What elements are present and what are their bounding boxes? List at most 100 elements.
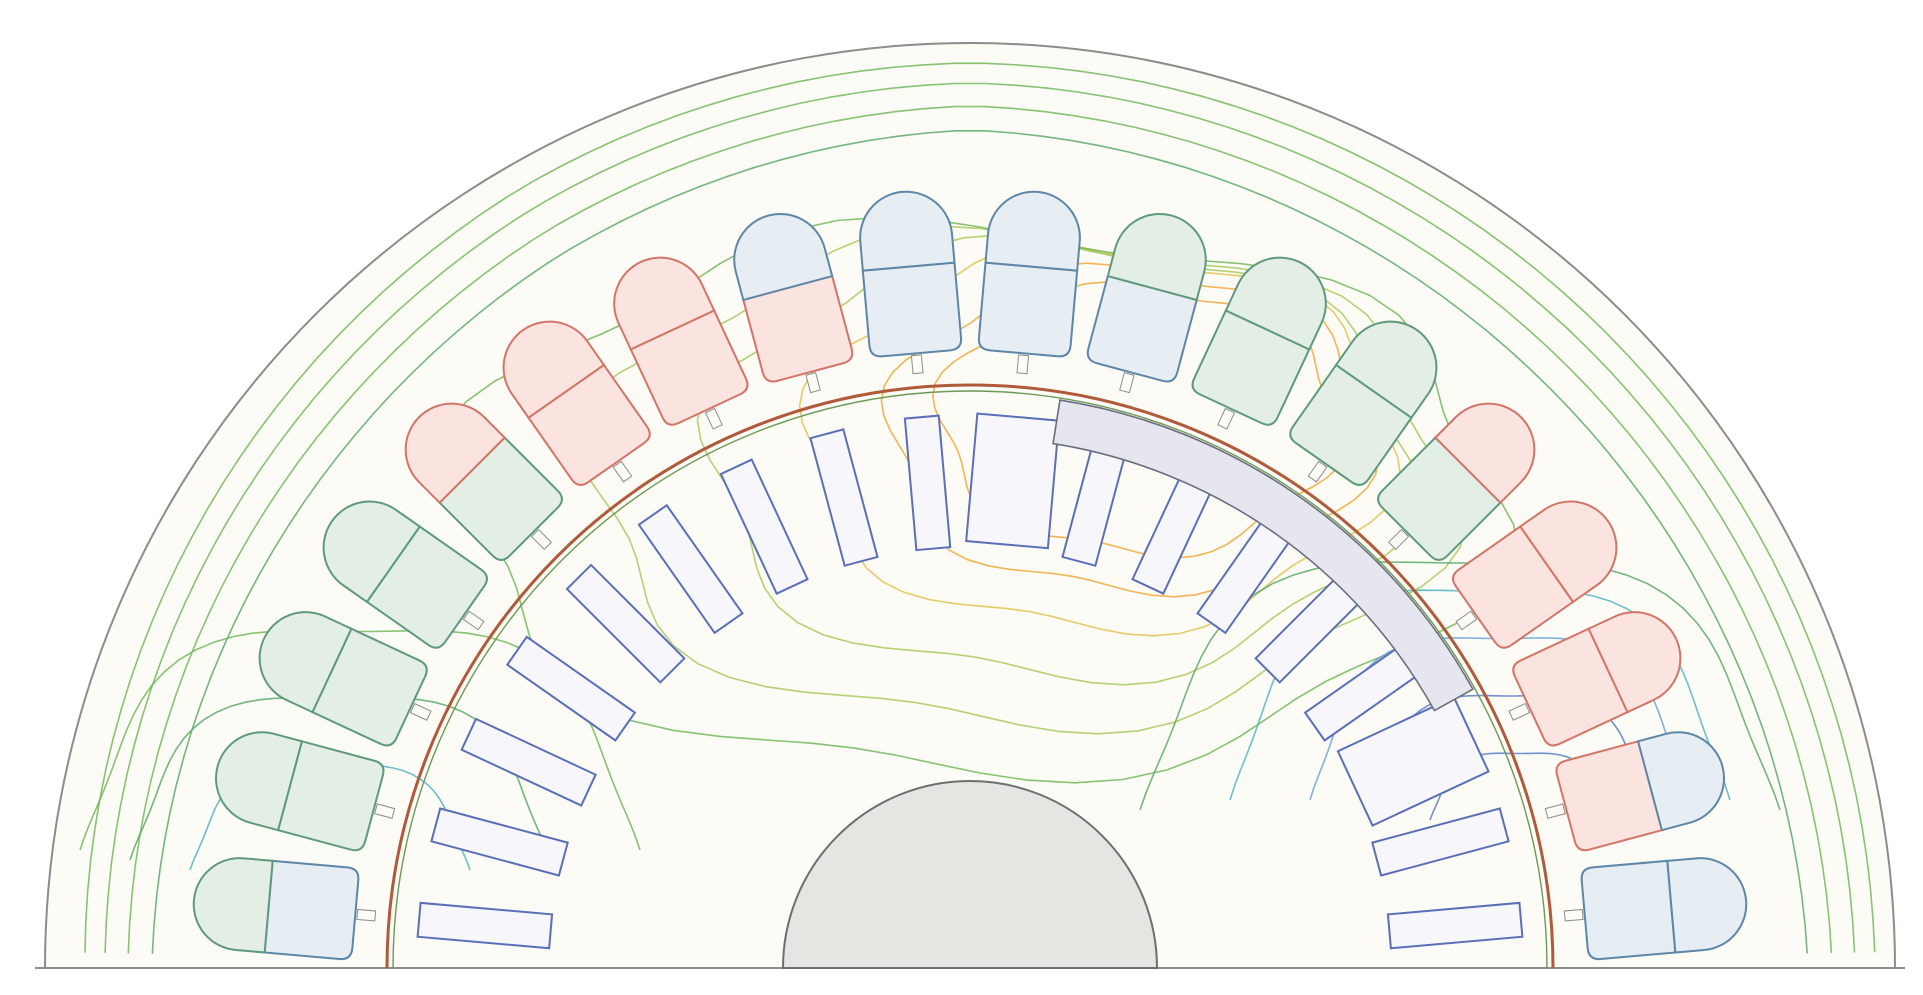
- flux-line-blue: [1139, 561, 1781, 811]
- stator-slot: [1377, 402, 1536, 561]
- slot-layer-outer: [1224, 256, 1327, 351]
- stator-slot: [502, 320, 651, 486]
- rotor-bar: [565, 563, 686, 684]
- slot-layer-inner: [1512, 627, 1629, 747]
- stator-slot: [1086, 212, 1207, 394]
- flux-line-left: [79, 629, 641, 851]
- rotor-bar: [430, 807, 569, 877]
- slot-layer-inner: [438, 436, 563, 561]
- rotor-bar: [416, 901, 554, 950]
- stator-slot: [258, 611, 432, 747]
- slot-layer-inner: [977, 261, 1079, 358]
- slot-neck: [374, 803, 396, 819]
- slot-neck: [1307, 460, 1328, 483]
- air-gap-line: [385, 383, 1555, 969]
- rotor-bar-slot: [1386, 901, 1524, 950]
- flux-line-outer: [104, 82, 1856, 953]
- slot-layer-inner: [263, 859, 360, 961]
- slot-neck: [1508, 702, 1531, 721]
- stator-slot: [1544, 731, 1726, 852]
- stator-slot: [404, 402, 563, 561]
- slot-layer-inner: [1191, 309, 1311, 426]
- slot-neck: [1563, 908, 1584, 922]
- slot-neck: [1455, 610, 1478, 631]
- rotor-bar-wide: [965, 412, 1061, 550]
- slot-layer-outer: [1636, 731, 1726, 832]
- rotor-bar: [809, 428, 879, 567]
- rotor-bar: [637, 503, 744, 635]
- slot-layer-inner: [1580, 859, 1677, 961]
- flux-line-outer: [127, 105, 1833, 954]
- rotor-bar-slot: [903, 414, 952, 552]
- flux-line-outer: [84, 62, 1876, 953]
- stator-slot: [192, 857, 377, 961]
- slot-layer-outer: [1666, 857, 1748, 954]
- slot-layer-outer: [1334, 320, 1438, 420]
- stator-slot: [977, 190, 1081, 375]
- rotor-bar: [1371, 807, 1510, 877]
- slot-layer-outer: [502, 320, 606, 420]
- stator-slot: [1452, 500, 1618, 649]
- rotor-bar-slot: [430, 807, 569, 877]
- slot-layer-inner: [861, 261, 963, 358]
- slot-layer-outer: [1518, 500, 1618, 604]
- slot-neck: [910, 354, 924, 375]
- slot-layer-inner: [1086, 274, 1198, 383]
- rotor-bar-slot: [719, 458, 809, 595]
- rotor-bar-slot: [1371, 807, 1510, 877]
- slot-layer-outer: [613, 256, 716, 351]
- slot-layer-outer: [1587, 611, 1682, 714]
- slot-layer-outer: [1106, 212, 1207, 302]
- rotor-bar: [505, 635, 637, 742]
- rotor-bar: [903, 414, 952, 552]
- stator-slot: [1508, 611, 1682, 747]
- slot-layer-inner: [276, 740, 385, 852]
- slot-neck: [409, 702, 432, 721]
- slot-neck: [612, 460, 633, 483]
- stator-slot: [322, 500, 488, 649]
- stator-slot: [613, 256, 749, 430]
- rotor-bars: [416, 399, 1524, 950]
- rotor-bar-slot: [505, 635, 637, 742]
- slot-neck: [1217, 407, 1236, 430]
- shaft: [781, 780, 1159, 969]
- slot-neck: [356, 908, 377, 922]
- slot-layer-inner: [1555, 740, 1664, 852]
- slot-layer-outer: [322, 500, 422, 604]
- rotor-bar: [719, 458, 809, 595]
- slot-layer-outer: [984, 190, 1081, 272]
- slot-layer-inner: [1452, 525, 1575, 649]
- slot-neck: [1016, 354, 1030, 375]
- pole-band: [1052, 399, 1474, 712]
- slot-layer-outer: [859, 190, 956, 272]
- slot-neck: [530, 528, 553, 551]
- rotor-bar-wide: [1336, 695, 1490, 827]
- rotor-bar: [965, 412, 1061, 550]
- rotor-bar-slot: [416, 901, 554, 950]
- stator-slot: [1191, 256, 1327, 430]
- slot-neck: [704, 407, 723, 430]
- rotor-surface: [392, 390, 1548, 969]
- slot-layer-inner: [1377, 436, 1502, 561]
- air-gap: [385, 383, 1555, 969]
- slot-layer-outer: [404, 402, 507, 505]
- slot-layer-outer: [1433, 402, 1536, 505]
- slot-layer-outer: [733, 212, 834, 302]
- slot-neck: [1544, 803, 1566, 819]
- slot-layer-inner: [527, 363, 651, 486]
- slot-layer-inner: [311, 627, 428, 747]
- rotor-bar-slot: [809, 428, 879, 567]
- rotor-bar-slot: [565, 563, 686, 684]
- stator-slot: [214, 731, 396, 852]
- stator-slot: [1563, 857, 1748, 961]
- stator-slot: [859, 190, 963, 375]
- flux-line-outer: [151, 130, 1808, 954]
- slot-layer-outer: [258, 611, 353, 714]
- rotor-bar: [1336, 695, 1490, 827]
- flux-line-loop: [696, 234, 1424, 686]
- slot-layer-inner: [365, 525, 488, 649]
- slot-neck: [805, 372, 821, 394]
- rotor-bar: [460, 717, 597, 807]
